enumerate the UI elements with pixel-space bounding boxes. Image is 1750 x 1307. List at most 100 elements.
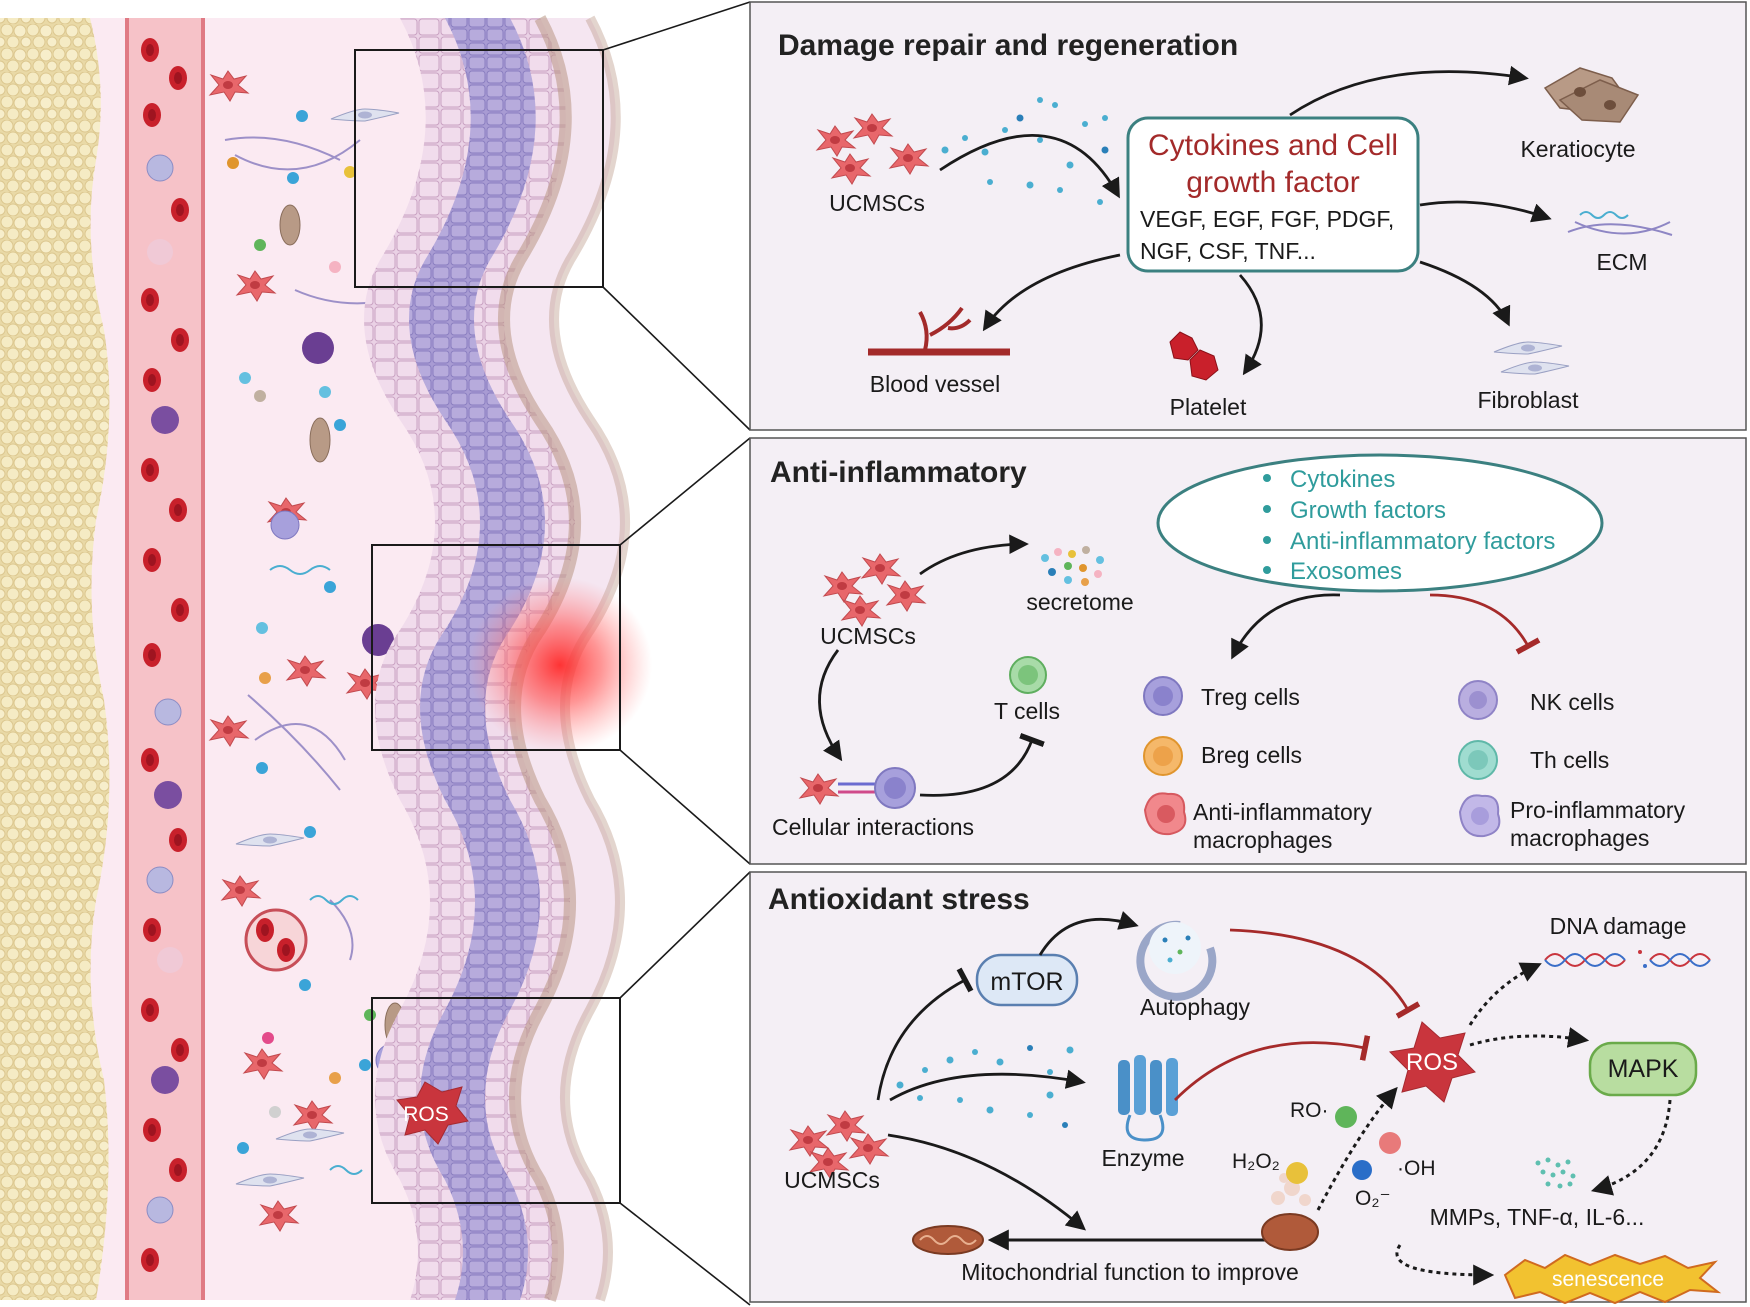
t-cells-label: T cells	[994, 698, 1060, 724]
blood-vessel-label: Blood vessel	[870, 371, 1000, 397]
enzyme-icon	[1118, 1055, 1178, 1142]
inflammation-title: Anti-inflammatory	[770, 456, 1027, 489]
th-label: Th cells	[1530, 747, 1609, 773]
dna-damage-label: DNA damage	[1550, 913, 1687, 939]
h2o2-label: H₂O₂	[1232, 1150, 1280, 1173]
blood-vessel-column	[125, 18, 205, 1300]
oxidative-secretion-dots	[896, 1045, 1074, 1128]
arrow-to-ecm	[1419, 200, 1552, 223]
inhibit-cells	[1429, 593, 1541, 655]
growth-factor-box	[1126, 116, 1420, 273]
tissue-ros-star: ROS	[396, 1081, 469, 1145]
ros-star: ROS	[1388, 1021, 1476, 1103]
panel-oxidative: Antioxidant stress UCMSCs mTOR Autophagy…	[749, 871, 1747, 1305]
factor-item: Growth factors	[1290, 497, 1446, 524]
factor-item: Anti-inflammatory factors	[1290, 528, 1555, 555]
ro-radical-dot	[1335, 1106, 1357, 1128]
factor-ellipse	[1156, 453, 1604, 593]
pro-macrophage-icon	[1458, 794, 1501, 838]
senescence-burst: senescence	[1503, 1253, 1722, 1305]
fibroblast-label: Fibroblast	[1478, 387, 1580, 413]
arrow-to-secretome	[919, 534, 1029, 576]
mtor-pill	[975, 953, 1079, 1007]
growth-factor-list-2: NGF, CSF, TNF...	[1140, 238, 1316, 264]
h2o2-dot	[1286, 1162, 1308, 1184]
arrow-mito-to-ros	[1316, 1086, 1398, 1211]
treg-cell-icon	[1143, 676, 1183, 716]
enzyme-label: Enzyme	[1101, 1145, 1184, 1171]
arrow-to-interactions	[818, 649, 843, 762]
oh-label: ·OH	[1397, 1157, 1436, 1180]
repair-title: Damage repair and regeneration	[778, 29, 1238, 62]
dna-icon	[1544, 950, 1711, 968]
pro-macrophage-label-2: macrophages	[1510, 825, 1649, 851]
arrow-to-platelet	[1238, 274, 1263, 376]
cell-interaction-icon	[799, 767, 916, 809]
factor-item: Exosomes	[1290, 558, 1402, 585]
panel-inflammation: Anti-inflammatory UCMSCs secretome Cellu…	[749, 437, 1747, 865]
tissue-ros-label: ROS	[403, 1103, 449, 1126]
oxidative-source-label: UCMSCs	[784, 1167, 880, 1193]
treg-label: Treg cells	[1201, 684, 1300, 710]
adipose-tissue	[0, 18, 110, 1300]
platelet-icon	[1169, 331, 1219, 381]
inflammation-source-label: UCMSCs	[820, 623, 916, 649]
platelet-label: Platelet	[1170, 394, 1247, 420]
anti-macrophage-label-2: macrophages	[1193, 827, 1332, 853]
ro-label: RO·	[1290, 1099, 1329, 1122]
arrow-msc-to-factors	[939, 134, 1120, 199]
tissue-illustration: ROS	[0, 0, 751, 1307]
growth-factor-title-1: Cytokines and Cell	[1148, 129, 1398, 162]
autophagosome-icon	[1136, 920, 1217, 1001]
arrow-to-fibroblast	[1419, 260, 1511, 327]
inhibit-ros-autophagy	[1229, 928, 1421, 1019]
gutter	[690, 0, 750, 1307]
keratinocyte-label: Keratiocyte	[1520, 136, 1635, 162]
arrow-promote-cells	[1231, 593, 1341, 660]
zoom-box-inflammation	[371, 544, 621, 751]
arrow-to-dna-damage	[1468, 962, 1542, 1026]
mapk-label: MAPK	[1608, 1055, 1679, 1083]
mapk-pill	[1588, 1041, 1698, 1097]
mitochondrion-large-icon	[1261, 1167, 1319, 1251]
zoom-connectors	[602, 1, 751, 1306]
secretome-label: secretome	[1026, 589, 1133, 615]
breg-label: Breg cells	[1201, 742, 1302, 768]
growth-factor-list-1: VEGF, EGF, FGF, PDGF,	[1140, 206, 1394, 232]
nk-label: NK cells	[1530, 689, 1614, 715]
repair-secretion-dots	[941, 97, 1109, 205]
mmps-label: MMPs, TNF-α, IL-6...	[1430, 1204, 1645, 1230]
arrow-to-blood-vessel	[982, 253, 1121, 332]
mito-label: Mitochondrial function to improve	[961, 1259, 1299, 1285]
keratinocyte-icon	[1543, 67, 1640, 123]
th-cell-icon	[1458, 740, 1498, 780]
zoom-box-repair	[354, 49, 604, 288]
zoom-box-oxidative	[371, 997, 621, 1204]
inhibit-t-cells	[919, 733, 1045, 797]
panel-repair: Damage repair and regeneration UCMSCs Cy…	[749, 1, 1747, 431]
senescence-label: senescence	[1552, 1268, 1664, 1291]
anti-macrophage-label-1: Anti-inflammatory	[1193, 799, 1372, 825]
arrow-to-mapk	[1469, 1027, 1590, 1048]
factor-item: Cytokines	[1290, 466, 1395, 493]
oxidative-title: Antioxidant stress	[768, 883, 1030, 916]
blood-vessel-icon	[868, 306, 1010, 356]
inhibit-mtor	[876, 967, 974, 1101]
ros-label: ROS	[1406, 1049, 1458, 1076]
superoxide-label: O₂⁻	[1355, 1187, 1391, 1210]
mitochondrion-small-icon	[912, 1225, 984, 1255]
breg-cell-icon	[1143, 736, 1183, 776]
mtor-label: mTOR	[990, 968, 1063, 996]
cellular-interactions-label: Cellular interactions	[772, 814, 974, 840]
repair-source-label: UCMSCs	[829, 190, 925, 216]
inflammation-glow	[468, 577, 652, 753]
nk-cell-icon	[1458, 680, 1498, 720]
ecm-label: ECM	[1596, 249, 1647, 275]
factor-list: Cytokines Growth factors Anti-inflammato…	[1263, 466, 1555, 585]
arrow-to-mito-text	[887, 1133, 1087, 1231]
t-cell-icon	[1009, 656, 1047, 694]
inhibit-ros-enzyme	[1174, 1035, 1371, 1101]
mmps-dots	[1535, 1157, 1576, 1189]
anti-macrophage-icon	[1143, 792, 1187, 836]
